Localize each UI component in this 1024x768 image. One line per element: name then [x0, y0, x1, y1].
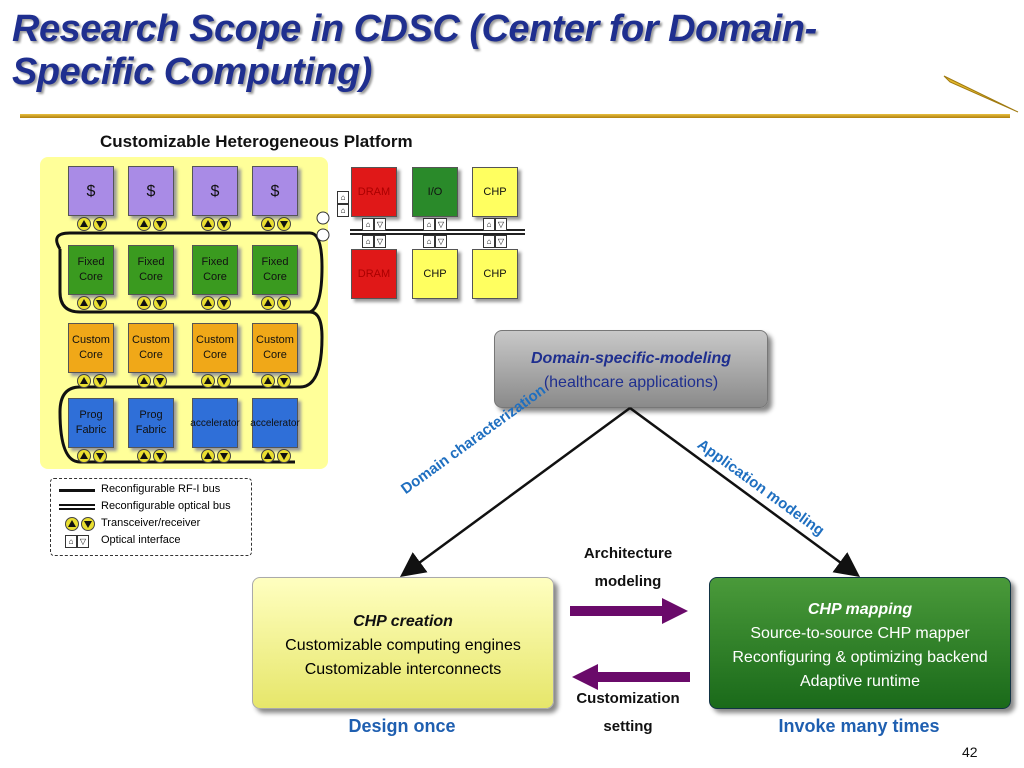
- transceiver-pair: [137, 449, 167, 463]
- domain-modeling-box: Domain-specific-modeling (healthcare app…: [494, 330, 768, 408]
- transceiver-pair: [77, 217, 107, 231]
- transceiver-pair: [261, 449, 291, 463]
- fixed-core-3: Fixed Core: [192, 245, 238, 295]
- rf-bus-symbol: [59, 489, 95, 492]
- transceiver-pair: [77, 374, 107, 388]
- chp-creation-box: CHP creation Customizable computing engi…: [252, 577, 554, 709]
- optical-interface: ⌂⌂: [337, 191, 349, 217]
- transceiver-pair: [261, 374, 291, 388]
- rf-bus-loops: [55, 231, 324, 464]
- cache-1: $: [68, 166, 114, 216]
- custom-core-3: Custom Core: [192, 323, 238, 373]
- dram-chip-2: DRAM: [351, 249, 397, 299]
- fixed-core-4: Fixed Core: [252, 245, 298, 295]
- chp-mapping-line3: Adaptive runtime: [799, 673, 921, 690]
- cache-2: $: [128, 166, 174, 216]
- prog-fabric-2: Prog Fabric: [128, 398, 174, 448]
- chp-mapping-box: CHP mapping Source-to-source CHP mapper …: [709, 577, 1011, 709]
- chp-creation-title: CHP creation: [353, 613, 453, 630]
- custom-core-2: Custom Core: [128, 323, 174, 373]
- cache-4: $: [252, 166, 298, 216]
- transceiver-pair: [77, 449, 107, 463]
- transceiver-symbol: [65, 517, 95, 531]
- optical-interface-symbol: ⌂▽: [65, 535, 89, 548]
- invoke-many-label: Invoke many times: [778, 716, 940, 736]
- legend-optical-bus: Reconfigurable optical bus: [101, 500, 231, 512]
- domain-box-title: Domain-specific-modeling: [530, 350, 732, 367]
- transceiver-pair: [201, 296, 231, 310]
- chp-chip-3: CHP: [472, 249, 518, 299]
- optical-interface: ⌂▽: [423, 235, 447, 248]
- title-underline: [20, 114, 1010, 118]
- transceiver-pair: [261, 217, 291, 231]
- arrow-left-purple: [572, 664, 690, 690]
- cache-3: $: [192, 166, 238, 216]
- dram-chip-1: DRAM: [351, 167, 397, 217]
- transceiver-pair: [261, 296, 291, 310]
- transceiver-pair: [201, 449, 231, 463]
- optical-interface: ⌂▽: [423, 218, 447, 231]
- transceiver-pair: [201, 217, 231, 231]
- fixed-core-1: Fixed Core: [68, 245, 114, 295]
- optical-interface: ⌂▽: [483, 235, 507, 248]
- design-once-label: Design once: [348, 716, 456, 736]
- accelerator-2: accelerator: [250, 398, 300, 448]
- optical-interface: ⌂▽: [483, 218, 507, 231]
- platform-title: Customizable Heterogeneous Platform: [100, 132, 413, 151]
- legend-optical-interface: Optical interface: [101, 534, 181, 546]
- chp-creation-line2: Customizable interconnects: [304, 661, 502, 678]
- chp-creation-line1: Customizable computing engines: [285, 637, 521, 654]
- transceiver-pair: [201, 374, 231, 388]
- diagram-arrows: [399, 406, 861, 577]
- fixed-core-2: Fixed Core: [128, 245, 174, 295]
- transceiver-pair: [77, 296, 107, 310]
- optical-interface: ⌂▽: [362, 235, 386, 248]
- prog-fabric-1: Prog Fabric: [68, 398, 114, 448]
- arrow-right-purple: [570, 598, 688, 624]
- transceiver-pair: [137, 374, 167, 388]
- customization-setting-line2: setting: [603, 718, 653, 735]
- chp-mapping-line2: Reconfiguring & optimizing backend: [732, 649, 988, 666]
- chp-chip-1: CHP: [472, 167, 518, 217]
- optical-bus-symbol: [59, 504, 95, 510]
- optical-interface: ⌂▽: [362, 218, 386, 231]
- chp-chip-2: CHP: [412, 249, 458, 299]
- domain-box-subtitle: (healthcare applications): [543, 374, 719, 391]
- customization-setting-label: Customization setting: [560, 685, 696, 741]
- custom-core-4: Custom Core: [252, 323, 298, 373]
- chp-mapping-title: CHP mapping: [807, 601, 913, 618]
- chp-mapping-line1: Source-to-source CHP mapper: [750, 625, 970, 642]
- io-chip: I/O: [412, 167, 458, 217]
- custom-core-1: Custom Core: [68, 323, 114, 373]
- architecture-modeling-label: Architecture modeling: [560, 540, 696, 596]
- page-number: 42: [962, 744, 978, 760]
- accelerator-1: accelerator: [190, 398, 240, 448]
- architecture-modeling-line1: Architecture: [583, 545, 673, 562]
- legend-transceiver: Transceiver/receiver: [101, 517, 201, 529]
- legend: Reconfigurable RF-I bus Reconfigurable o…: [50, 478, 252, 556]
- transceiver-pair: [137, 217, 167, 231]
- customization-setting-line1: Customization: [576, 690, 680, 707]
- architecture-modeling-line2: modeling: [594, 573, 662, 590]
- title-arrow-decoration: [943, 75, 1019, 113]
- legend-rf-bus: Reconfigurable RF-I bus: [101, 483, 221, 495]
- transceiver-pair: [137, 296, 167, 310]
- slide-title: Research Scope in CDSC (Center for Domai…: [12, 8, 817, 93]
